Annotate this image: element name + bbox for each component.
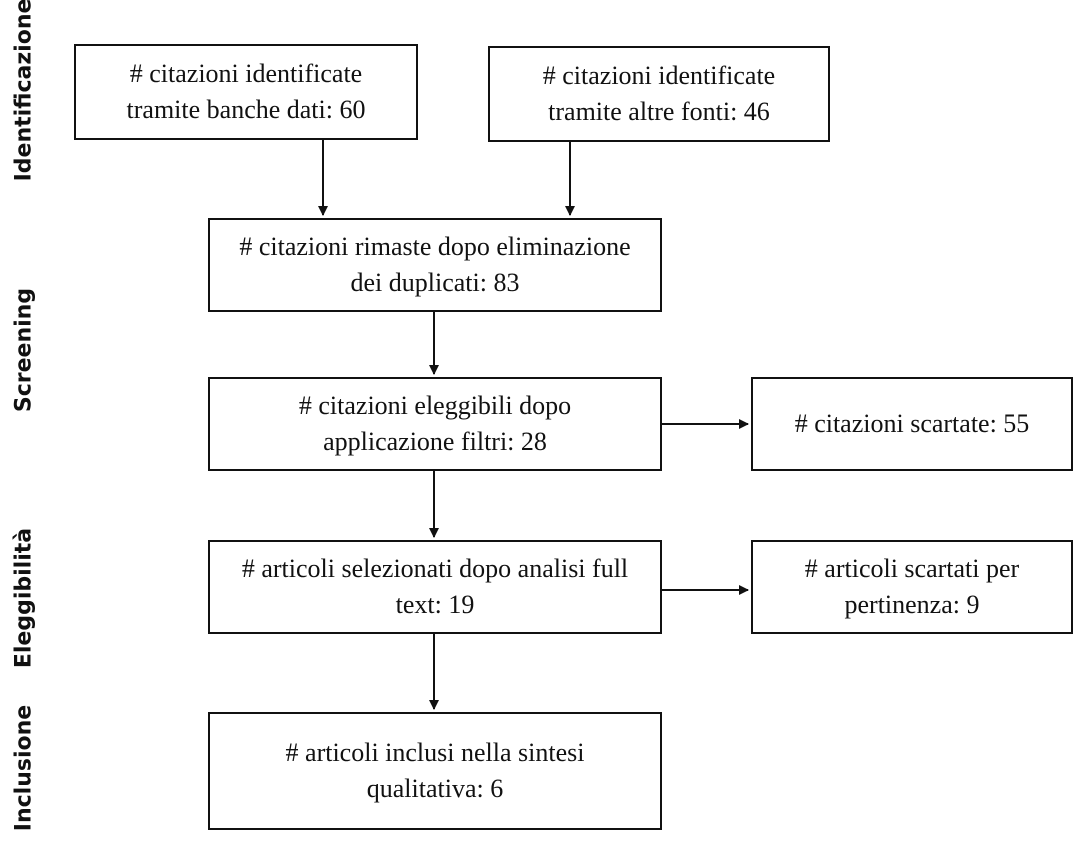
box-eligible-after-filters: # citazioni eleggibili dopo applicazione… bbox=[208, 377, 662, 471]
box-included-line-1: # articoli inclusi nella sintesi bbox=[285, 738, 585, 767]
box-after-duplicates: # citazioni rimaste dopo eliminazione de… bbox=[208, 218, 662, 312]
box-discarded-relevance: # articoli scartati per pertinenza: 9 bbox=[751, 540, 1073, 634]
box-discarded-citations-line-1: # citazioni scartate: 55 bbox=[794, 409, 1030, 438]
box-discarded-relevance-line-1: # articoli scartati per bbox=[804, 554, 1020, 583]
box-included: # articoli inclusi nella sintesi qualita… bbox=[208, 712, 662, 830]
box-discarded-relevance-line-2: pertinenza: 9 bbox=[844, 590, 980, 619]
box-fulltext-selected-line-2: text: 19 bbox=[395, 590, 475, 619]
box-included-line-2: qualitativa: 6 bbox=[366, 774, 504, 803]
box-discarded-citations: # citazioni scartate: 55 bbox=[751, 377, 1073, 471]
box-fulltext-selected: # articoli selezionati dopo analisi full… bbox=[208, 540, 662, 634]
box-other-sources-line-2: tramite altre fonti: 46 bbox=[548, 97, 770, 126]
box-databases-line-1: # citazioni identificate bbox=[129, 59, 363, 88]
box-after-duplicates-line-2: dei duplicati: 83 bbox=[350, 268, 520, 297]
box-fulltext-selected-line-1: # articoli selezionati dopo analisi full bbox=[241, 554, 629, 583]
box-after-duplicates-line-1: # citazioni rimaste dopo eliminazione bbox=[239, 232, 631, 261]
box-eligible-after-filters-line-1: # citazioni eleggibili dopo bbox=[298, 391, 572, 420]
box-eligible-after-filters-line-2: applicazione filtri: 28 bbox=[323, 427, 547, 456]
box-other-sources-line-1: # citazioni identificate bbox=[542, 61, 776, 90]
box-databases: # citazioni identificate tramite banche … bbox=[74, 44, 418, 140]
box-other-sources: # citazioni identificate tramite altre f… bbox=[488, 46, 830, 142]
box-databases-line-2: tramite banche dati: 60 bbox=[126, 95, 366, 124]
